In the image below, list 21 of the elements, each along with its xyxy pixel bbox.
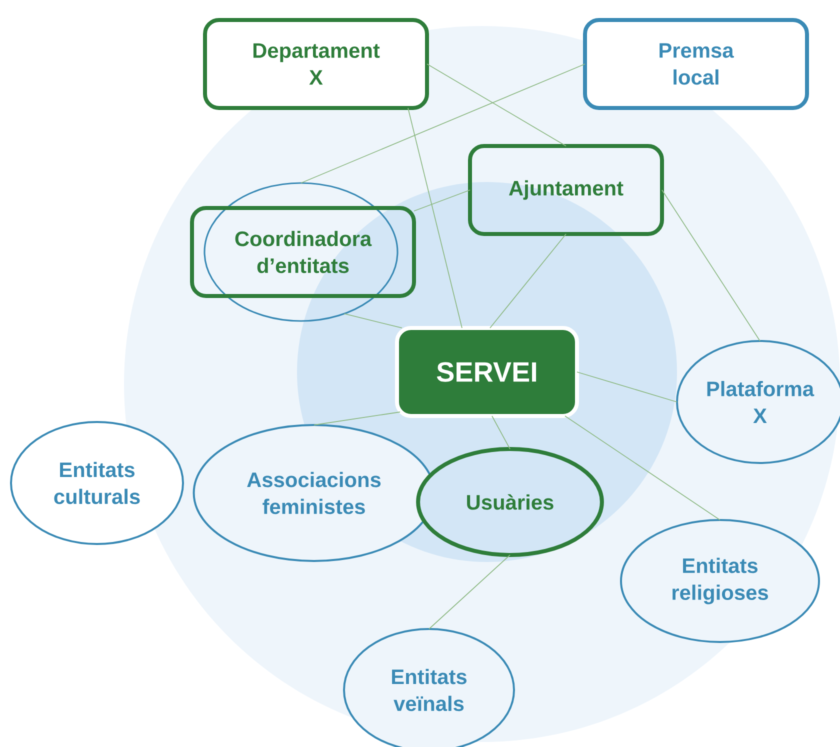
node-label: Plataforma X [707,380,814,424]
node-label: Entitats religioses [672,558,768,604]
connector-line [492,416,510,450]
center-box: SERVEI [395,326,579,418]
connector-line [428,554,510,630]
connector-line [662,190,760,342]
connector-line [300,64,586,184]
connector-line [490,234,566,328]
rounded-box: Coordinadora d’entitats [190,206,416,298]
connector-line [564,416,720,520]
ellipse [204,182,398,322]
connector-line [344,313,402,328]
connector-line [426,64,566,146]
connector-line [408,108,462,328]
rounded-box: Premsa local [583,18,809,110]
connector-line [576,372,678,402]
connector-line [414,190,470,212]
connector-line [314,412,400,426]
rounded-box: Ajuntament [468,144,664,236]
rounded-box: Departament X [203,18,429,110]
node-label: Entitats veïnals [392,668,467,712]
